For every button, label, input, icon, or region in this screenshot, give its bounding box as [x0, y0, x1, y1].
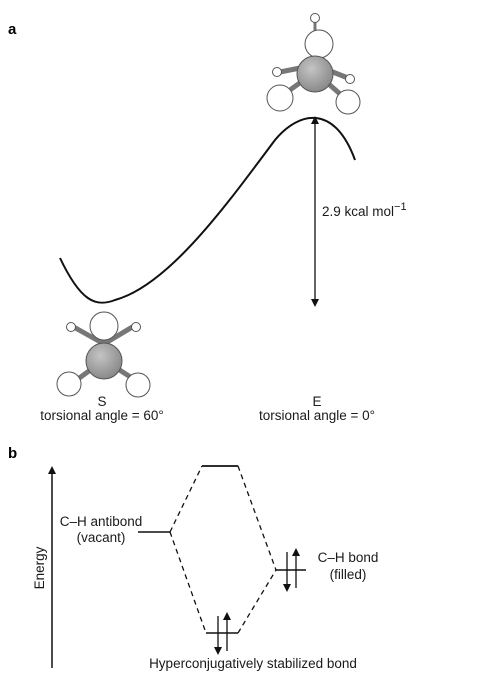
bond-filled-label: (filled) [330, 567, 367, 582]
panel-a-label: a [8, 21, 17, 38]
barrier-label: 2.9 kcal mol−1 [322, 201, 407, 219]
energy-axis-label: Energy [32, 546, 47, 589]
staggered-letter: S [97, 394, 106, 409]
antibond-label: C–H antibond [60, 514, 143, 529]
energy-curve [59, 117, 356, 304]
eclipsed-letter: E [312, 394, 321, 409]
antibond-vacant-label: (vacant) [77, 530, 126, 545]
panel-b-label: b [8, 445, 17, 462]
eclipsed-angle-label: torsional angle = 0° [259, 408, 375, 423]
stabilized-bond-label: Hyperconjugatively stabilized bond [149, 656, 357, 671]
bond-electron-arrows [283, 548, 300, 592]
stabilized-electron-arrows [214, 612, 231, 655]
correlation-lines [169, 465, 277, 634]
eclipsed-molecule [266, 13, 361, 115]
staggered-angle-label: torsional angle = 60° [40, 408, 164, 423]
staggered-molecule [56, 311, 151, 398]
bond-label: C–H bond [318, 550, 379, 565]
